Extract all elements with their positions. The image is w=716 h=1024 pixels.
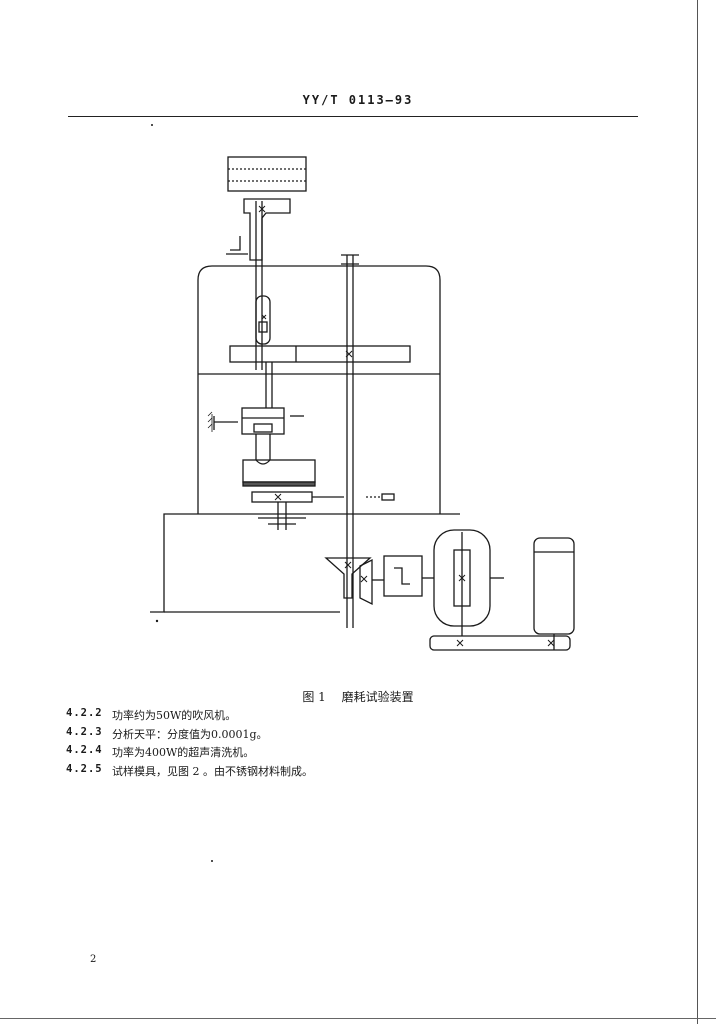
list-item: 4.2.4 功率为400W的超声清洗机。	[66, 744, 254, 760]
turntable	[251, 491, 313, 503]
drive-belt	[429, 635, 571, 651]
caption-number: 图 1	[302, 690, 326, 704]
machine-frame	[197, 265, 441, 514]
list-item: 4.2.2 功率约为50W的吹风机。	[66, 707, 236, 723]
bevel-gear	[324, 557, 372, 599]
item-text: 功率约为50W的吹风机。	[112, 709, 237, 722]
caption-title: 磨耗试验装置	[341, 690, 414, 704]
item-number: 4.2.2	[66, 707, 103, 719]
scan-edge-bottom	[0, 1018, 716, 1019]
upper-bracket	[243, 198, 291, 261]
page-number: 2	[90, 954, 97, 965]
item-number: 4.2.5	[66, 763, 103, 775]
item-number: 4.2.3	[66, 726, 103, 738]
figure-caption: 图 1 磨耗试验装置	[0, 688, 716, 705]
item-text: 分析天平：分度值为0.0001g。	[112, 728, 268, 741]
abrasive-table	[242, 459, 316, 483]
list-item: 4.2.5 试样模具，见图 2 。由不锈钢材料制成。	[66, 763, 313, 779]
item-text: 功率为400W的超声清洗机。	[112, 746, 255, 759]
standard-code-header: YY/T 0113—93	[302, 93, 414, 107]
item-text: 试样模具，见图 2 。由不锈钢材料制成。	[112, 765, 313, 778]
gearbox	[383, 555, 423, 597]
header-rule	[68, 116, 638, 117]
machine-base	[150, 513, 460, 613]
item-number: 4.2.4	[66, 744, 103, 756]
top-motor-box	[227, 156, 307, 192]
scan-edge-right	[697, 0, 698, 1024]
sample-holder	[241, 407, 285, 435]
list-item: 4.2.3 分析天平：分度值为0.0001g。	[66, 726, 268, 742]
horizontal-arm	[229, 345, 411, 363]
